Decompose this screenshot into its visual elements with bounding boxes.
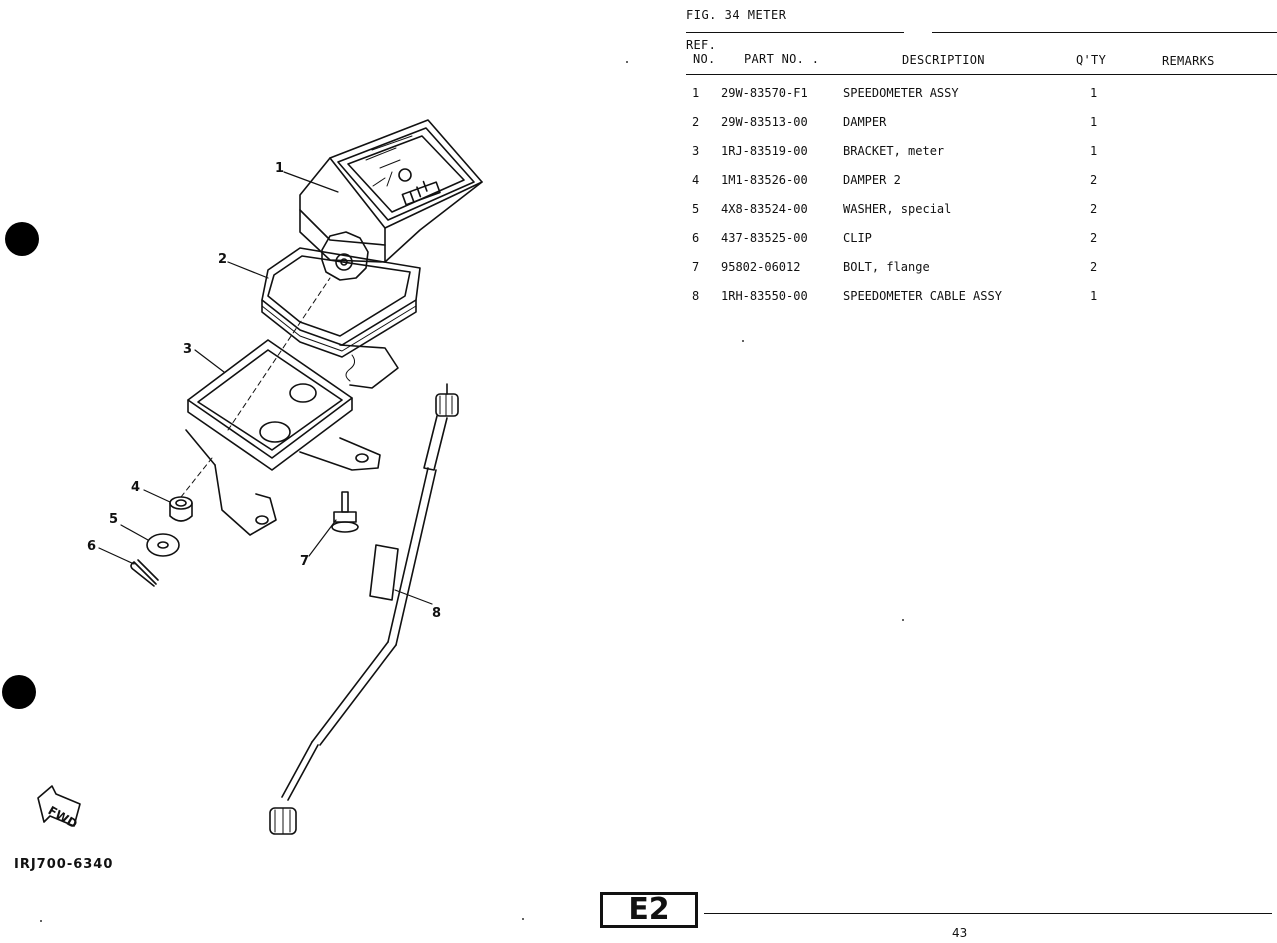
part-description: CLIP xyxy=(843,231,872,245)
ref-no: 3 xyxy=(692,144,700,158)
header-rule xyxy=(686,74,1277,75)
exploded-parts-diagram: 1 2 3 4 5 6 7 8 FWD xyxy=(37,119,483,835)
parts-table: 1 29W-83570-F1 SPEEDOMETER ASSY 1 2 29W-… xyxy=(686,86,1246,318)
quantity: 1 xyxy=(1090,86,1098,100)
damper-2-drawing xyxy=(169,457,213,522)
speedometer-cable-drawing xyxy=(269,383,459,835)
quantity: 2 xyxy=(1090,173,1098,187)
part-description: BRACKET, meter xyxy=(843,144,945,158)
callout-leaders xyxy=(98,171,433,605)
part-description: SPEEDOMETER CABLE ASSY xyxy=(843,289,1002,303)
ref-no: 7 xyxy=(692,260,700,274)
clip-drawing xyxy=(130,559,159,587)
quantity: 1 xyxy=(1090,144,1098,158)
figure-title: FIG. 34 METER xyxy=(686,8,787,22)
footer-rule xyxy=(704,913,1272,914)
drawing-code: IRJ700-6340 xyxy=(14,857,114,872)
scan-speck xyxy=(40,920,42,922)
quantity: 1 xyxy=(1090,115,1098,129)
header-remarks: REMARKS xyxy=(1162,54,1215,68)
fwd-label: FWD xyxy=(46,803,80,831)
ref-no: 1 xyxy=(692,86,700,100)
title-rule-left xyxy=(686,32,904,33)
quantity: 2 xyxy=(1090,202,1098,216)
callout-7: 7 xyxy=(300,554,309,569)
ref-no: 8 xyxy=(692,289,700,303)
header-ref: REF. xyxy=(686,38,717,52)
bracket-drawing xyxy=(185,277,399,536)
part-number: 1M1-83526-00 xyxy=(721,173,808,187)
header-qty: Q'TY xyxy=(1076,53,1107,67)
washer-drawing xyxy=(146,533,180,557)
page-number: 43 xyxy=(952,926,968,940)
title-rule-right xyxy=(932,32,1277,33)
ref-no: 2 xyxy=(692,115,700,129)
part-number: 4X8-83524-00 xyxy=(721,202,808,216)
table-row: 1 29W-83570-F1 SPEEDOMETER ASSY 1 xyxy=(686,86,1246,115)
binder-hole-top xyxy=(5,222,39,256)
callout-2: 2 xyxy=(218,252,227,267)
table-row: 5 4X8-83524-00 WASHER, special 2 xyxy=(686,202,1246,231)
part-number: 437-83525-00 xyxy=(721,231,808,245)
ref-no: 5 xyxy=(692,202,700,216)
table-row: 4 1M1-83526-00 DAMPER 2 2 xyxy=(686,173,1246,202)
part-number: 29W-83570-F1 xyxy=(721,86,808,100)
part-description: DAMPER 2 xyxy=(843,173,901,187)
damper-drawing xyxy=(261,247,421,358)
header-no: NO. xyxy=(693,52,716,66)
table-row: 8 1RH-83550-00 SPEEDOMETER CABLE ASSY 1 xyxy=(686,289,1246,318)
ref-no: 6 xyxy=(692,231,700,245)
flange-bolt-drawing xyxy=(331,491,359,533)
scan-speck xyxy=(522,918,524,920)
part-number: 29W-83513-00 xyxy=(721,115,808,129)
binder-hole-bottom xyxy=(2,675,36,709)
ref-no: 4 xyxy=(692,173,700,187)
callout-3: 3 xyxy=(183,342,192,357)
header-description: DESCRIPTION xyxy=(902,53,985,67)
callout-8: 8 xyxy=(432,606,441,621)
part-number: 95802-06012 xyxy=(721,260,801,274)
callout-1: 1 xyxy=(275,161,284,176)
table-row: 3 1RJ-83519-00 BRACKET, meter 1 xyxy=(686,144,1246,173)
table-row: 6 437-83525-00 CLIP 2 xyxy=(686,231,1246,260)
part-number: 1RJ-83519-00 xyxy=(721,144,808,158)
table-row: 2 29W-83513-00 DAMPER 1 xyxy=(686,115,1246,144)
speedometer-assembly-drawing xyxy=(299,119,483,281)
quantity: 1 xyxy=(1090,289,1098,303)
part-number: 1RH-83550-00 xyxy=(721,289,808,303)
section-badge: E2 xyxy=(600,892,698,928)
header-part-no: PART NO. . xyxy=(744,52,820,66)
scan-speck xyxy=(742,340,744,342)
part-description: SPEEDOMETER ASSY xyxy=(843,86,959,100)
table-row: 7 95802-06012 BOLT, flange 2 xyxy=(686,260,1246,289)
callout-5: 5 xyxy=(109,512,118,527)
quantity: 2 xyxy=(1090,260,1098,274)
scan-speck xyxy=(626,61,628,63)
part-description: BOLT, flange xyxy=(843,260,930,274)
callout-6: 6 xyxy=(87,539,96,554)
callout-4: 4 xyxy=(131,480,140,495)
forward-arrow-icon: FWD xyxy=(37,785,81,831)
part-description: DAMPER xyxy=(843,115,887,129)
part-description: WASHER, special xyxy=(843,202,952,216)
scan-speck xyxy=(902,619,904,621)
quantity: 2 xyxy=(1090,231,1098,245)
